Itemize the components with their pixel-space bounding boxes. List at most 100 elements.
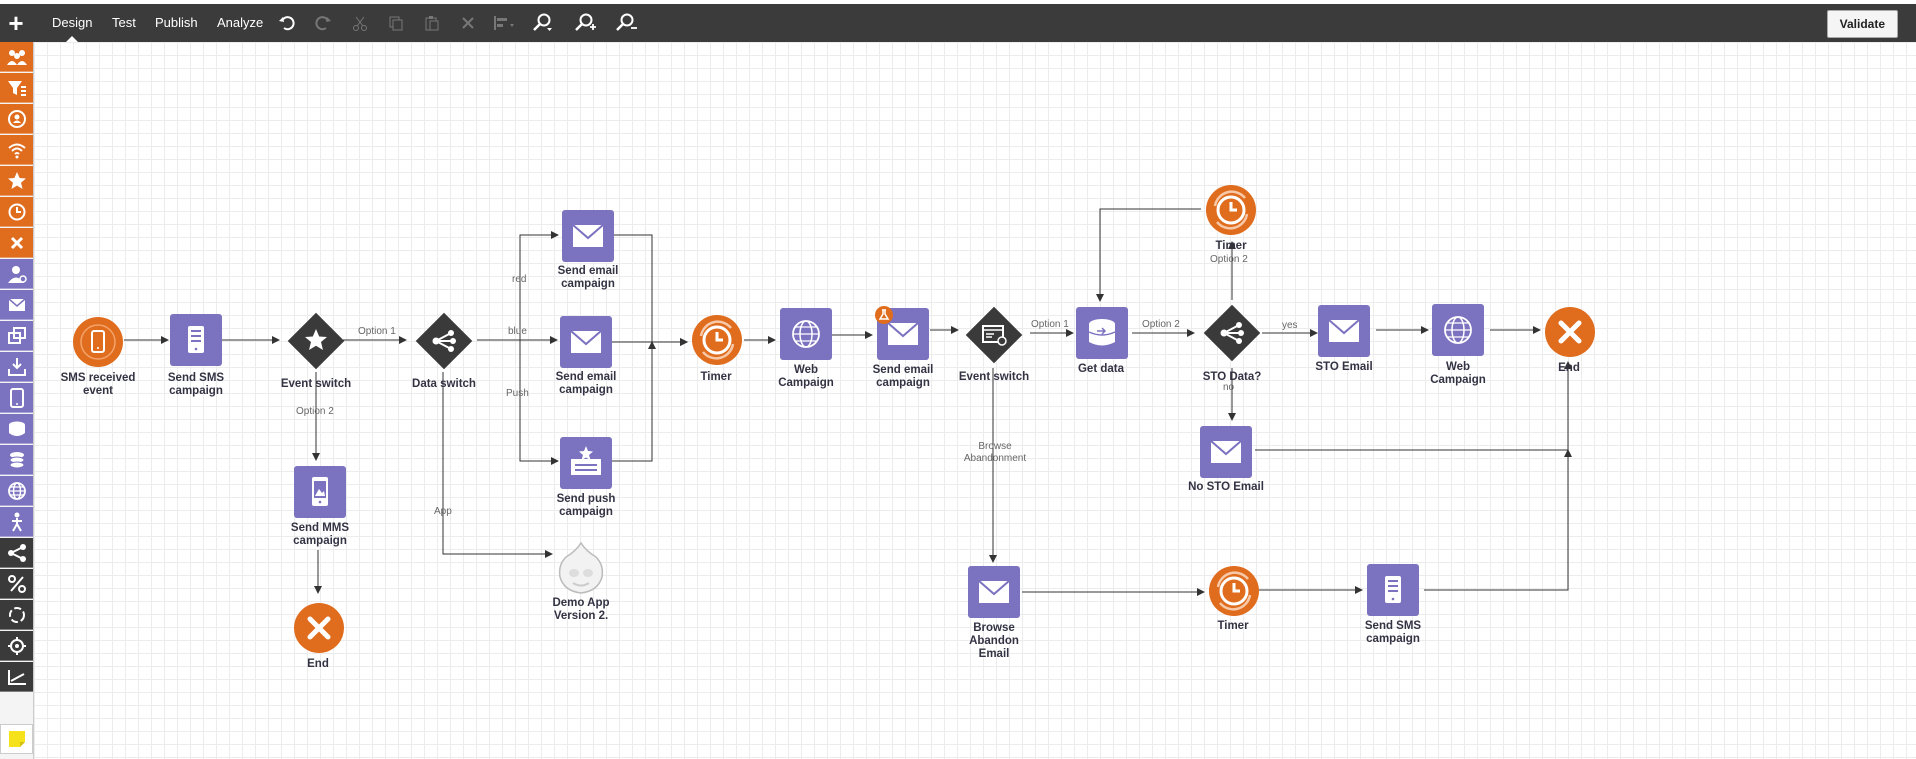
close-icon (294, 603, 344, 653)
trend-icon[interactable] (0, 662, 33, 692)
timer-label-top: Timer (1215, 240, 1247, 252)
sms-received-event-node[interactable] (72, 316, 124, 373)
sto-email-label: STO Email (1315, 361, 1373, 373)
end-node-1[interactable] (293, 602, 345, 659)
timer-node-1[interactable] (691, 314, 743, 371)
end-node-2[interactable] (1544, 306, 1596, 363)
split-icon (1203, 304, 1261, 362)
edge-label-browse: Browse Abandonment (963, 441, 1027, 464)
mms-icon (294, 466, 346, 518)
copy-icon[interactable] (383, 4, 409, 42)
audience-icon[interactable] (0, 42, 33, 72)
end-label-2: End (1558, 362, 1580, 374)
send-email-blue-label: Send email campaign (555, 371, 617, 396)
email-icon (562, 210, 614, 262)
database-icon (1076, 307, 1128, 359)
note-icon[interactable] (0, 724, 33, 754)
event-switch-node-2[interactable] (960, 301, 1028, 374)
web-campaign-node-2[interactable] (1432, 304, 1484, 361)
filter-icon[interactable] (0, 73, 33, 103)
download-icon[interactable] (0, 352, 33, 382)
send-mms-node[interactable] (294, 466, 346, 523)
split-icon (415, 312, 473, 370)
send-push-node[interactable] (560, 437, 612, 494)
send-push-label: Send push campaign (556, 493, 616, 518)
timer-label-1: Timer (700, 371, 732, 383)
event-switch-node-1[interactable] (282, 307, 350, 380)
tab-analyze[interactable]: Analyze (217, 15, 264, 30)
send-sms-node-2[interactable] (1367, 564, 1419, 621)
timer-node-top[interactable] (1205, 184, 1257, 241)
no-sto-email-label: No STO Email (1188, 481, 1264, 493)
browse-abandon-email-node[interactable] (968, 566, 1020, 623)
validate-button[interactable]: Validate (1826, 10, 1898, 38)
loop-icon[interactable] (0, 600, 33, 630)
tab-design[interactable]: Design (52, 4, 92, 42)
sto-email-node[interactable] (1318, 305, 1370, 362)
timer-node-bottom[interactable] (1208, 565, 1260, 622)
email-icon (1200, 426, 1252, 478)
zoom-out-icon[interactable] (613, 4, 639, 42)
edge-label-option1: Option 1 (358, 326, 396, 337)
send-sms-label-1: Send SMS campaign (167, 372, 225, 397)
event-switch-label-2: Event switch (958, 371, 1030, 383)
web-campaign-node-1[interactable] (780, 308, 832, 365)
add-icon[interactable]: + (8, 7, 24, 38)
activity-palette (0, 42, 34, 759)
no-sto-email-node[interactable] (1200, 426, 1252, 483)
send-email-red-node[interactable] (562, 210, 614, 267)
send-email-red-label: Send email campaign (557, 265, 619, 290)
profile-update-icon[interactable] (0, 259, 33, 289)
demo-app-node[interactable] (556, 541, 606, 600)
browse-abandon-email-label: Browse Abandon Email (969, 622, 1019, 660)
timer-icon (1209, 566, 1259, 616)
refresh-audience-icon[interactable] (0, 104, 33, 134)
wifi-icon[interactable] (0, 135, 33, 165)
send-email-label-2: Send email campaign (872, 364, 934, 389)
zoom-fit-icon[interactable] (530, 4, 556, 42)
multi-channel-icon[interactable] (0, 321, 33, 351)
globe-icon[interactable] (0, 476, 33, 506)
tab-test[interactable]: Test (112, 15, 136, 30)
timer-icon (692, 315, 742, 365)
get-data-node[interactable] (1076, 307, 1128, 364)
person-run-icon[interactable] (0, 507, 33, 537)
get-data-label: Get data (1077, 363, 1124, 375)
end-icon[interactable] (0, 228, 33, 258)
send-email-blue-node[interactable] (560, 316, 612, 373)
align-icon[interactable] (492, 4, 518, 42)
goal-icon[interactable] (0, 631, 33, 661)
cut-icon[interactable] (347, 4, 373, 42)
send-sms-node-1[interactable] (170, 314, 222, 371)
database-icon[interactable] (0, 445, 33, 475)
paste-icon[interactable] (419, 4, 445, 42)
send-mms-label: Send MMS campaign (290, 522, 350, 547)
redo-icon[interactable] (310, 4, 336, 42)
edge-label-yes: yes (1282, 320, 1298, 331)
globe-icon (780, 308, 832, 360)
send-sms-label-2: Send SMS campaign (1364, 620, 1422, 645)
mobile-icon[interactable] (0, 383, 33, 413)
email-icon[interactable] (0, 290, 33, 320)
tab-publish[interactable]: Publish (155, 15, 198, 30)
sto-data-switch-node[interactable] (1198, 299, 1266, 372)
journey-canvas[interactable] (34, 42, 1916, 759)
timer-icon[interactable] (0, 197, 33, 227)
percent-icon[interactable] (0, 569, 33, 599)
email-icon (968, 566, 1020, 618)
star-icon[interactable] (0, 166, 33, 196)
edge-label-option2: Option 2 (296, 406, 334, 417)
data-extension-icon[interactable] (0, 414, 33, 444)
email-icon (1318, 305, 1370, 357)
edge-label-red: red (512, 274, 527, 285)
split-icon[interactable] (0, 538, 33, 568)
undo-icon[interactable] (274, 4, 300, 42)
zoom-in-icon[interactable] (572, 4, 598, 42)
data-switch-node[interactable] (410, 307, 478, 380)
delete-icon[interactable] (455, 4, 481, 42)
edge-label-option1-b: Option 1 (1031, 319, 1069, 330)
sms-icon (1367, 564, 1419, 616)
edge-label-push: Push (506, 388, 529, 399)
edge-label-no: no (1223, 382, 1235, 393)
edge-label-blue: blue (508, 326, 527, 337)
